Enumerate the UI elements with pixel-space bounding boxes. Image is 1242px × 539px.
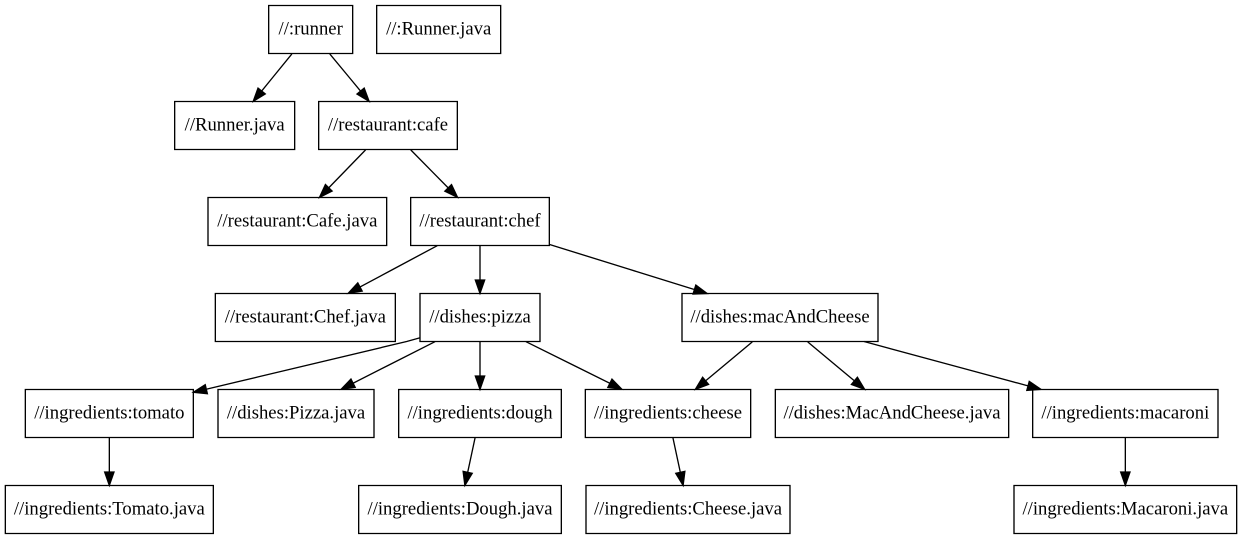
svg-text://dishes:MacAndCheese.java: //dishes:MacAndCheese.java xyxy=(783,402,1001,423)
svg-text://ingredients:Tomato.java: //ingredients:Tomato.java xyxy=(14,498,206,519)
svg-text://ingredients:Cheese.java: //ingredients:Cheese.java xyxy=(594,498,783,519)
svg-text://ingredients:tomato: //ingredients:tomato xyxy=(34,402,184,423)
svg-text://Runner.java: //Runner.java xyxy=(185,114,286,135)
svg-text://:runner: //:runner xyxy=(279,18,344,39)
svg-text://:Runner.java: //:Runner.java xyxy=(386,18,492,39)
svg-text://restaurant:chef: //restaurant:chef xyxy=(419,210,541,231)
svg-text://dishes:pizza: //dishes:pizza xyxy=(429,306,531,327)
svg-text://ingredients:Macaroni.java: //ingredients:Macaroni.java xyxy=(1022,498,1228,519)
svg-text://restaurant:Chef.java: //restaurant:Chef.java xyxy=(225,306,387,327)
svg-text://restaurant:cafe: //restaurant:cafe xyxy=(328,114,448,135)
svg-text://ingredients:Dough.java: //ingredients:Dough.java xyxy=(368,498,554,519)
svg-text://restaurant:Cafe.java: //restaurant:Cafe.java xyxy=(217,210,378,231)
svg-text://ingredients:dough: //ingredients:dough xyxy=(407,402,553,423)
svg-text://ingredients:cheese: //ingredients:cheese xyxy=(594,402,742,423)
svg-text://dishes:macAndCheese: //dishes:macAndCheese xyxy=(690,306,869,327)
svg-text://ingredients:macaroni: //ingredients:macaroni xyxy=(1041,402,1209,423)
svg-text://dishes:Pizza.java: //dishes:Pizza.java xyxy=(227,402,366,423)
